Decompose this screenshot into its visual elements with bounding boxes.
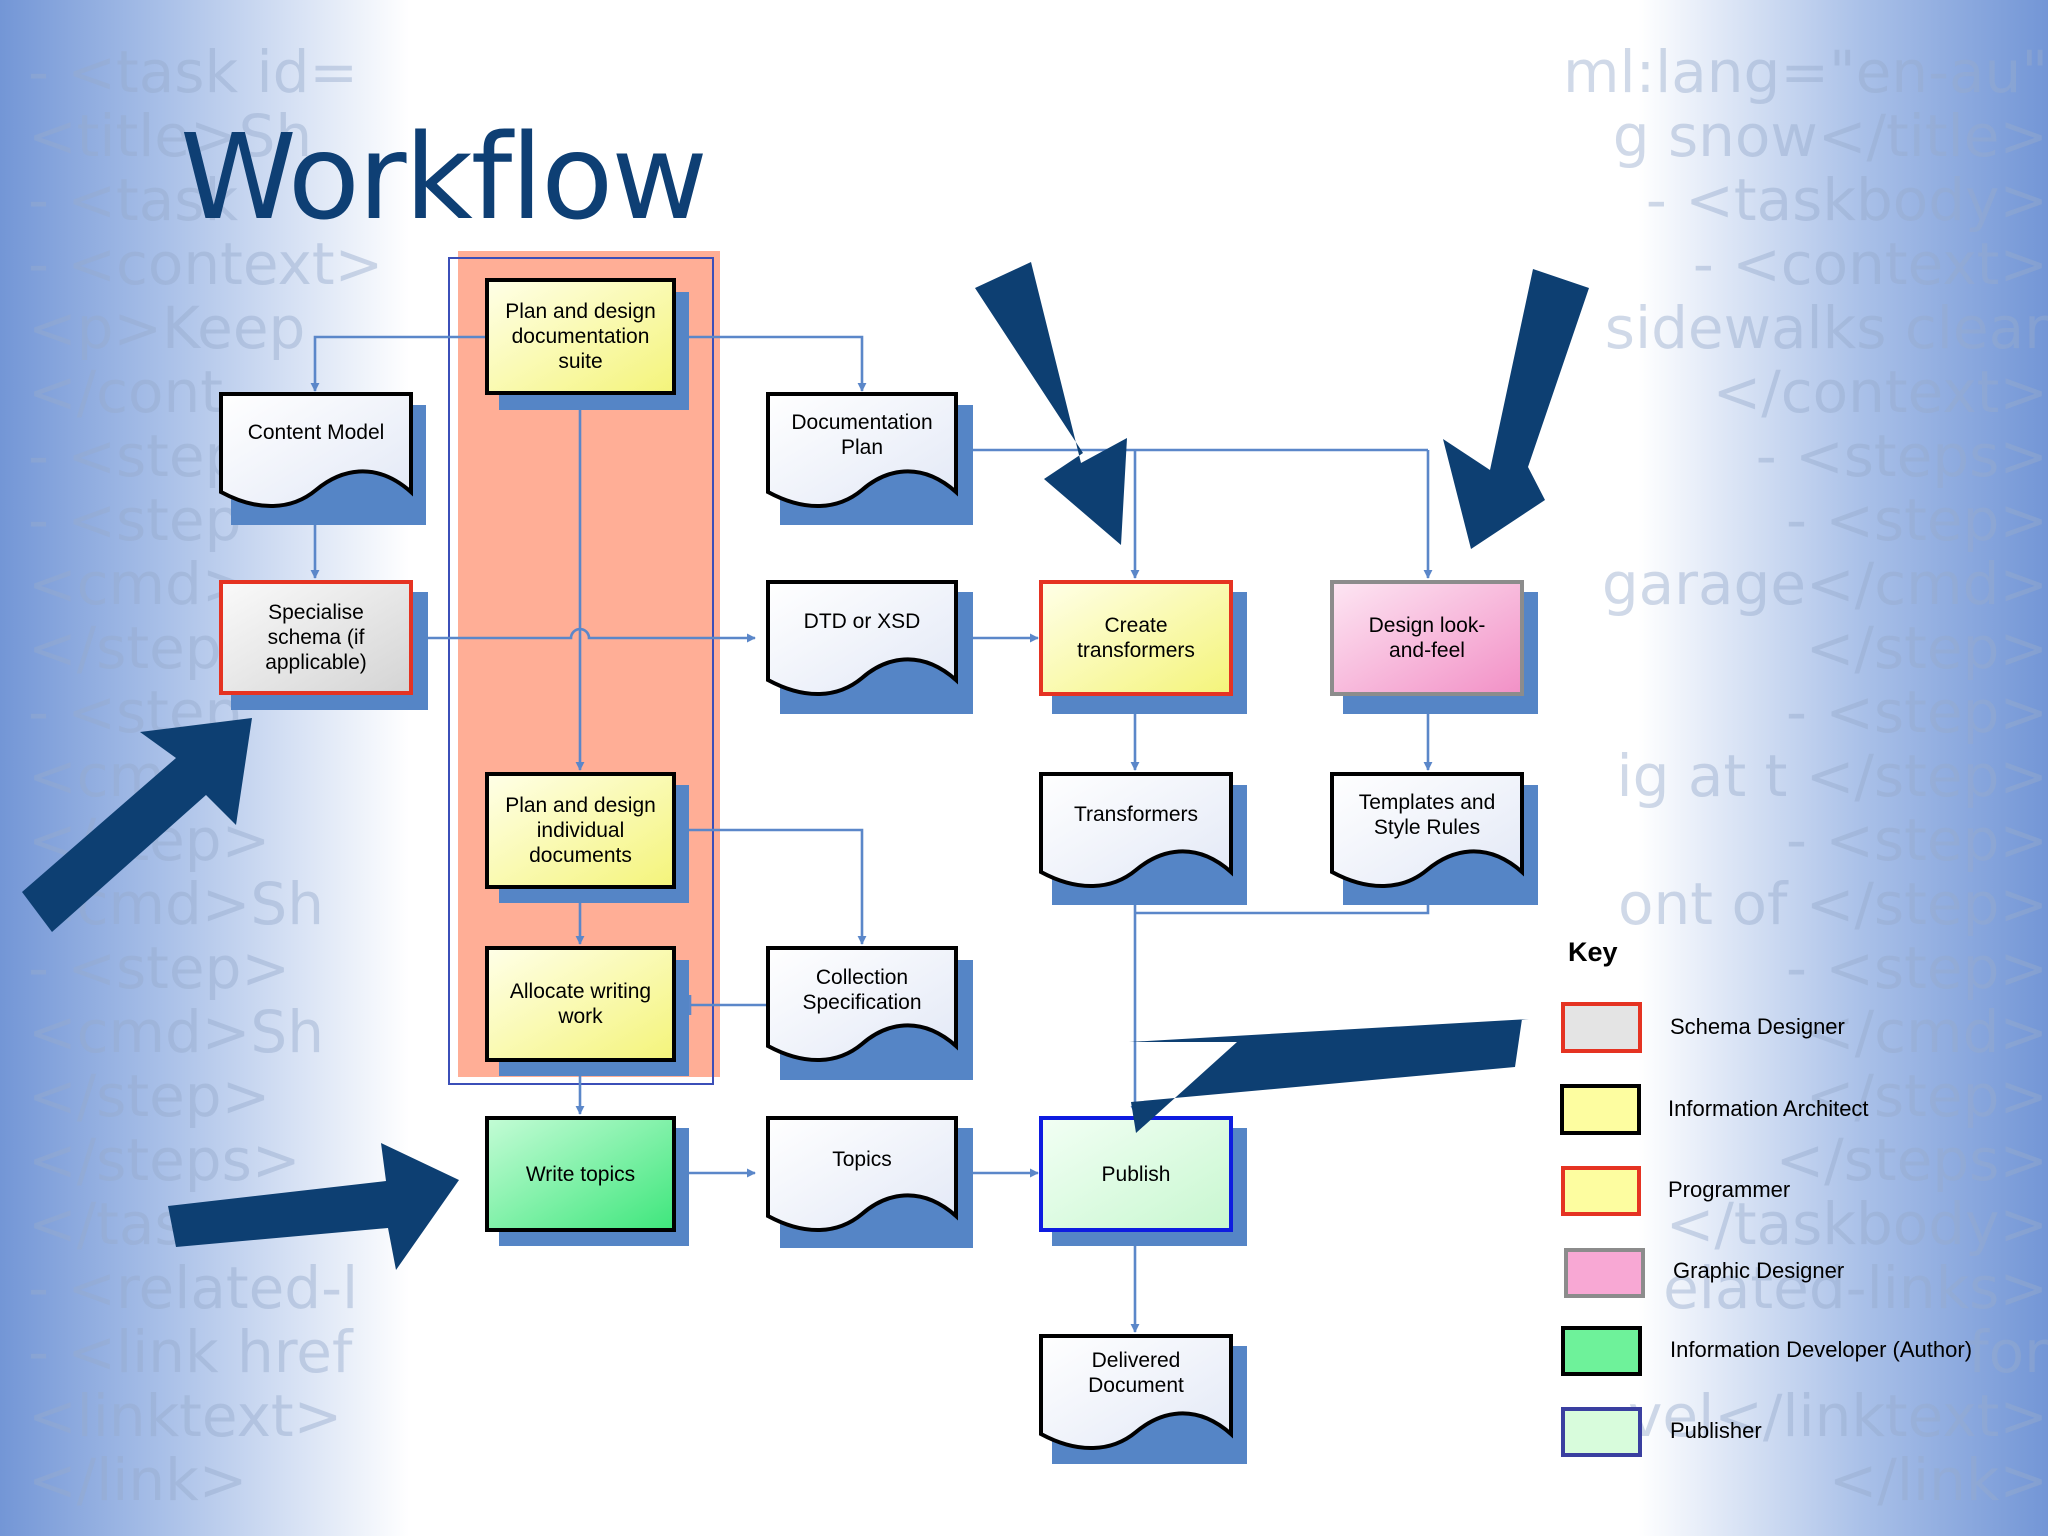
callout-arrows xyxy=(22,262,1589,1270)
transformers-label: Transformers xyxy=(1073,803,1199,826)
topics-doc xyxy=(766,1116,958,1233)
connectors xyxy=(310,335,1433,1333)
create-transformers-box xyxy=(1039,580,1233,696)
key-title: Key xyxy=(1568,937,1618,967)
background-code-line: sidewalks clear xyxy=(1604,294,2048,362)
background-code-line: </link> xyxy=(1828,1446,2048,1514)
background-code-line: </steps> xyxy=(1775,1126,2048,1194)
background-code-line: </tas xyxy=(28,1190,185,1258)
documentation-plan-label: Documentation Plan xyxy=(791,411,933,459)
background-code-line: </context> xyxy=(1712,358,2048,426)
key-swatches xyxy=(1560,1002,1645,1457)
specialise-schema-box xyxy=(219,580,413,695)
background-code-line: ig at t </step> xyxy=(1616,742,2048,810)
background-code-line: - <link href xyxy=(28,1318,353,1386)
background-code-line: <title>Sh xyxy=(28,102,313,170)
allocate-label: Allocate writing work xyxy=(509,980,652,1028)
key-swatch-schema-designer xyxy=(1561,1002,1642,1053)
delivered-label: Delivered Document xyxy=(1088,1349,1184,1397)
background-code-line: elated-links> xyxy=(1663,1254,2048,1322)
write-topics-label: Write topics xyxy=(525,1162,636,1186)
collection-spec-label: Collection Specification xyxy=(802,966,922,1014)
background-code-line: vel</linktext> xyxy=(1628,1382,2048,1450)
background-code-line: </taskbody> xyxy=(1665,1190,2048,1258)
background-code-line: for xyxy=(1968,1318,2048,1386)
key-swatch-programmer xyxy=(1561,1166,1641,1216)
key-label-information-architect: Information Architect xyxy=(1668,1096,1869,1121)
background-code-line: - <step xyxy=(28,422,242,490)
background-code-line: - <step> xyxy=(1785,678,2048,746)
background-code-line: </cmd> xyxy=(1806,998,2048,1066)
transformers-doc xyxy=(1039,772,1233,889)
key-label-schema-designer: Schema Designer xyxy=(1670,1014,1845,1039)
key-label-programmer: Programmer xyxy=(1668,1177,1791,1202)
background-code-line: - <step xyxy=(28,486,242,554)
plan-individual-label: Plan and design individual documents xyxy=(505,794,656,867)
arrow-design-look xyxy=(1443,269,1589,549)
background-code-line: - <context> xyxy=(1692,230,2048,298)
design-look-label: Design look-and-feel xyxy=(1368,614,1486,662)
publish-label: Publish xyxy=(1101,1162,1171,1186)
background-code-line: </link> xyxy=(28,1446,248,1514)
content-model-label: Content Model xyxy=(247,421,385,444)
allocate-box xyxy=(485,946,676,1062)
background-code-line: - <task xyxy=(28,166,239,234)
background-code-line: ml:lang="en-au" xyxy=(1562,38,2048,106)
background-code-line: - <step> xyxy=(1785,486,2048,554)
arrow-publish xyxy=(1129,1019,1529,1133)
background-code-line: - <taskbody> xyxy=(1645,166,2048,234)
content-model-doc xyxy=(219,392,413,509)
topics-label: Topics xyxy=(832,1148,892,1171)
templates-doc xyxy=(1330,772,1524,889)
background-code-left: - <task id=<title>Sh- <task- <context><p… xyxy=(28,40,383,1512)
key-swatch-information-developer xyxy=(1561,1326,1642,1376)
specialise-schema-label: Specialise schema (if applicable) xyxy=(265,601,367,674)
background-code-line: </step> xyxy=(1805,614,2048,682)
documentation-plan-doc xyxy=(766,392,958,509)
background-code-line: <linktext> xyxy=(28,1382,343,1450)
key-label-graphic-designer: Graphic Designer xyxy=(1673,1258,1845,1283)
design-look-box xyxy=(1330,580,1524,696)
background-code-line: <cmd>Sh xyxy=(28,998,324,1066)
background-code-line: <p>Keep xyxy=(28,294,306,362)
background-code-line: - <step> xyxy=(28,934,291,1002)
background-code-line: <cmd> xyxy=(28,550,251,618)
background-code-line: </step> xyxy=(1805,1062,2048,1130)
arrow-write-topics xyxy=(168,1143,459,1270)
create-transformers-label: Create transformers xyxy=(1077,614,1195,662)
key-label-publisher: Publisher xyxy=(1670,1418,1762,1443)
background-code-line: </step xyxy=(28,614,222,682)
plan-suite-label: Plan and design documentation suite xyxy=(505,300,656,373)
key-swatch-graphic-designer xyxy=(1564,1248,1645,1298)
key-swatch-information-architect xyxy=(1560,1084,1641,1135)
background-code-line: g snow</title> xyxy=(1612,102,2048,170)
background-code-line: - <context> xyxy=(28,230,384,298)
write-topics-box xyxy=(485,1116,676,1232)
background-code-line: </steps> xyxy=(28,1126,301,1194)
dtd-xsd-label: DTD or XSD xyxy=(803,610,921,633)
plan-suite-box xyxy=(485,278,676,395)
background-code-line: </cont xyxy=(28,358,224,426)
key-label-information-developer: Information Developer (Author) xyxy=(1670,1337,1973,1362)
background-code-line: - <related-l xyxy=(28,1254,359,1322)
templates-label: Templates and Style Rules xyxy=(1358,791,1496,839)
key-swatch-publisher xyxy=(1561,1407,1642,1457)
background-code-line: - <step> xyxy=(1785,934,2048,1002)
plan-individual-box xyxy=(485,772,676,889)
publish-box xyxy=(1039,1116,1233,1232)
dtd-xsd-doc xyxy=(766,580,958,697)
page-title: Workflow xyxy=(180,108,708,246)
background-code-line: - <steps> xyxy=(1755,422,2048,490)
background-code-right: ml:lang="en-au"g snow</title>- <taskbody… xyxy=(1563,40,2048,1512)
arrow-specialise-schema xyxy=(22,718,252,932)
delivered-doc xyxy=(1039,1334,1233,1451)
background-code-line: ont of </step> xyxy=(1618,870,2048,938)
collection-spec-doc xyxy=(766,946,958,1063)
background-code-line: - <step> xyxy=(1785,806,2048,874)
background-code-line: </step> xyxy=(28,1062,271,1130)
arrow-create-transformers xyxy=(975,262,1127,545)
background-code-line: - <task id= xyxy=(28,38,359,106)
background-code-line: garage</cmd> xyxy=(1601,550,2048,618)
